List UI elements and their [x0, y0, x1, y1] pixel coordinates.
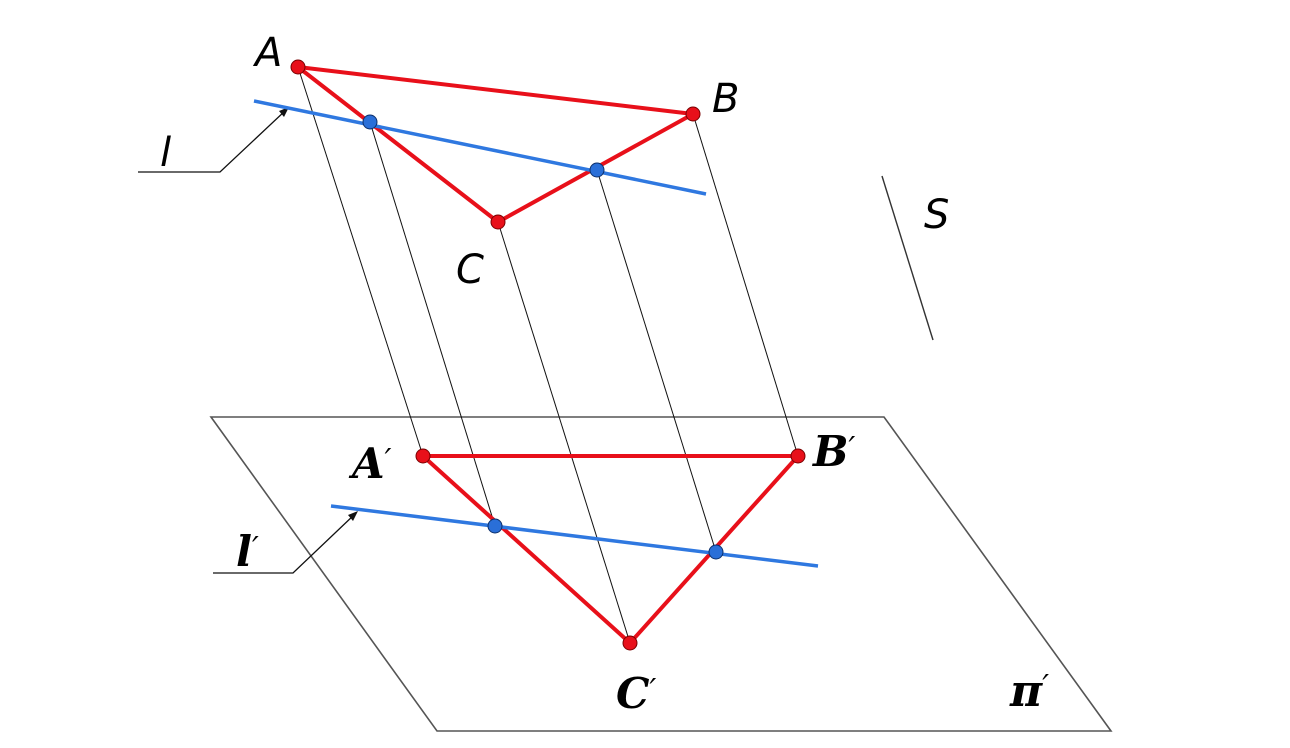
triangle-abc [296, 65, 695, 224]
ray-b [692, 113, 799, 457]
point-l-bc-projection [708, 544, 724, 560]
intersection-points [362, 114, 724, 560]
label-b-projection: B′ [812, 427, 856, 476]
point-b [685, 106, 701, 122]
line-l-projection [330, 504, 819, 568]
ray-a [297, 66, 424, 457]
triangle-abc-projection [421, 454, 800, 645]
projection-plane [209, 416, 1113, 732]
label-c: C [456, 247, 484, 293]
vertex-points [290, 59, 806, 651]
leader-l-prime-arrowhead [348, 511, 358, 521]
leader-lines [138, 109, 356, 574]
point-b-projection [790, 448, 806, 464]
point-c [490, 214, 506, 230]
line-l [253, 99, 707, 196]
label-s: S [924, 192, 949, 238]
ray-l1 [369, 121, 496, 527]
point-l-bc [589, 162, 605, 178]
point-l-ac-projection [487, 518, 503, 534]
point-l-ac [362, 114, 378, 130]
ray-c [497, 221, 631, 644]
point-a [290, 59, 306, 75]
label-a-projection: A′ [348, 439, 392, 488]
label-b: B [712, 76, 739, 122]
label-c-projection: C′ [616, 669, 656, 718]
leader-l-arrowhead [279, 107, 289, 117]
projection-direction-s [881, 175, 934, 341]
point-c-projection [622, 635, 638, 651]
point-a-projection [415, 448, 431, 464]
label-l-projection: l′ [236, 527, 259, 576]
label-plane-pi: π′ [1009, 666, 1049, 717]
leader-l [138, 109, 287, 173]
ray-l2 [596, 169, 717, 553]
label-l: l [160, 130, 171, 176]
projecting-rays [297, 66, 799, 644]
leader-l-prime [213, 513, 356, 574]
label-a: A [252, 30, 282, 76]
